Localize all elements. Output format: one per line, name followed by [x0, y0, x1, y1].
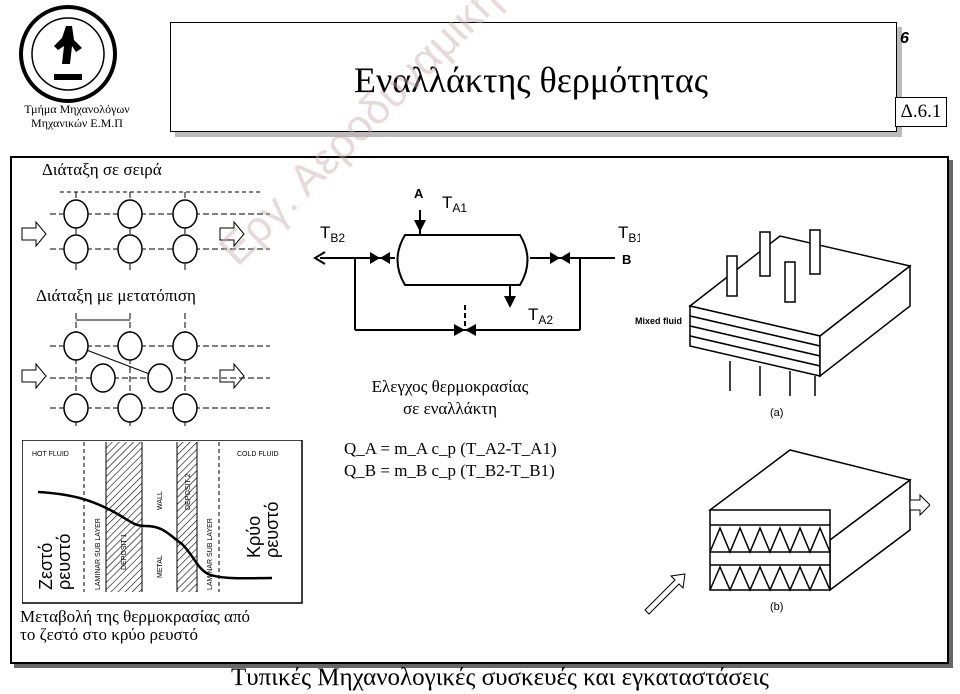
ta2-label: TA2	[528, 305, 553, 327]
temperature-profile-caption: Μεταβολή της θερμοκρασίας από το ζεστό σ…	[20, 607, 251, 644]
layer-label: LAMINAR SUB LAYER	[95, 518, 102, 590]
tb2-label: TB2	[320, 223, 345, 245]
university-seal-logo	[19, 5, 117, 103]
cold-fluid-label: COLD FLUID	[237, 451, 279, 458]
figure-a-label: (a)	[770, 407, 783, 419]
temperature-profile-diagram: HOT FLUID COLD FLUID LAMINAR SUB LAYER D…	[22, 440, 303, 604]
staggered-tube-bank-diagram	[21, 313, 270, 426]
department-name: Τμήμα Μηχανολόγων Μηχανικών Ε.Μ.Π	[24, 102, 130, 130]
layer-label: DEPOSIT 1	[121, 533, 128, 570]
layer-label: METAL	[157, 555, 164, 578]
tb1-label: TB1	[618, 223, 640, 245]
plate-fin-exchanger-b: (b)	[644, 449, 930, 615]
page-number: 6	[900, 30, 909, 47]
mixed-fluid-label: Mixed fluid	[635, 316, 682, 326]
figure-b-label: (b)	[770, 601, 783, 613]
title-box: Εναλλάκτης θερμότητας	[170, 22, 897, 132]
inline-layout-label: Διάταξη σε σειρά	[42, 160, 162, 179]
cold-fluid-vertical-2: ρευστό	[262, 502, 282, 558]
stream-b-label: B	[622, 252, 631, 267]
hot-fluid-vertical-2: ρευστό	[54, 534, 74, 590]
footer-title: Τυπικές Μηχανολογικές συσκευές και εγκατ…	[231, 664, 769, 691]
equation-b: Q_B = m_B c_p (T_B2-T_B1)	[344, 461, 555, 480]
cold-fluid-vertical-1: Κρύο	[244, 516, 264, 558]
heat-balance-equations: Q_A = m_A c_p (T_A2-T_A1) Q_B = m_B c_p …	[344, 438, 557, 482]
control-caption: Ελεγχος θερμοκρασίας σε εναλλάκτη	[371, 377, 529, 418]
inline-tube-bank-diagram	[21, 191, 270, 272]
layer-label: LAMINAR SUB LAYER	[207, 518, 214, 590]
equation-a: Q_A = m_A c_p (T_A2-T_A1)	[344, 439, 557, 458]
page-title: Εναλλάκτης θερμότητας	[353, 60, 709, 100]
layer-label: DEPOSIT 2	[185, 473, 192, 510]
stream-a-label: A	[414, 186, 424, 201]
temperature-control-diagram: TB2 TA1 TB1 TA2 A B	[313, 186, 640, 336]
plate-heat-exchanger-a: Mixed fluid (a)	[635, 229, 912, 419]
staggered-layout-label: Διάταξη με μετατόπιση	[36, 286, 196, 305]
layer-label: WALL	[157, 491, 164, 510]
hot-fluid-label: HOT FLUID	[32, 451, 69, 458]
hot-fluid-vertical-1: Ζεστό	[36, 543, 56, 590]
section-reference: Δ.6.1	[895, 97, 947, 127]
ta1-label: TA1	[442, 193, 467, 215]
